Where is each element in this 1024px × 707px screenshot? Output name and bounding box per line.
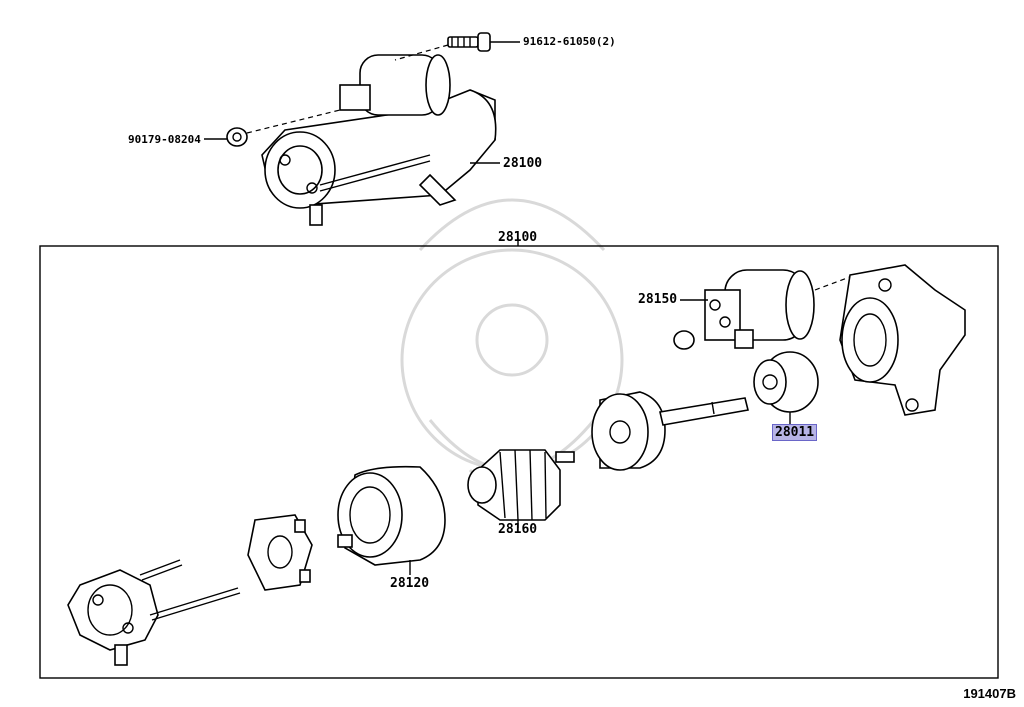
yoke-illustration	[337, 465, 446, 575]
drive-housing-illustration	[839, 264, 966, 416]
part-label-magnetic-switch[interactable]: 28150	[638, 292, 678, 307]
part-label-group[interactable]: 28100	[498, 230, 538, 245]
group-frame	[39, 245, 999, 679]
magnetic-switch-illustration	[680, 269, 856, 349]
diagram-code: 191407B	[963, 686, 1016, 701]
part-label-bolt[interactable]: 91612-61050(2)	[523, 35, 616, 48]
clutch-illustration	[753, 351, 819, 426]
part-label-clutch-highlighted[interactable]: 28011	[771, 424, 818, 441]
plunger-nut-illustration	[673, 330, 695, 350]
nut-illustration	[204, 109, 341, 147]
part-label-armature[interactable]: 28160	[498, 522, 538, 537]
part-label-nut[interactable]: 90179-08204	[128, 133, 201, 146]
part-label-starter[interactable]: 28100	[503, 156, 543, 171]
end-frame-illustration	[67, 559, 241, 666]
part-label-yoke[interactable]: 28120	[390, 576, 430, 591]
starter-assembly-illustration	[261, 54, 497, 226]
brush-holder-illustration	[247, 514, 313, 591]
armature-illustration	[467, 449, 575, 528]
bolt-illustration	[394, 32, 520, 61]
yoke-end-illustration	[591, 391, 749, 471]
